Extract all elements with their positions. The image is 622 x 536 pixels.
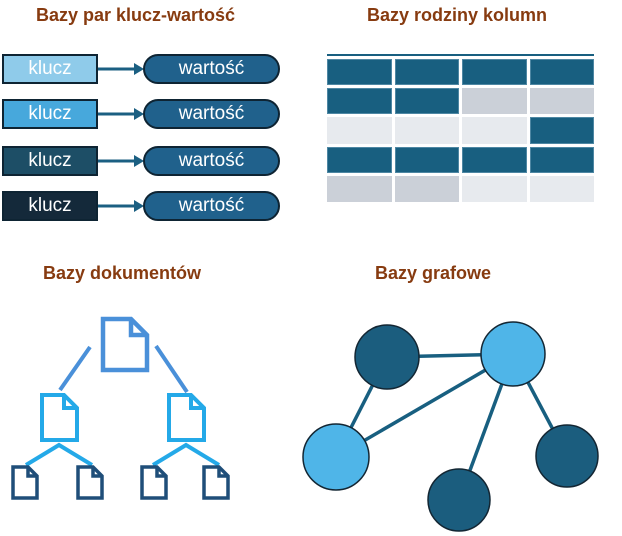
column-family-cell	[462, 175, 527, 202]
key-value-row: klucz wartość	[2, 146, 280, 176]
column-family-cell	[529, 59, 594, 86]
column-family-cell	[462, 88, 527, 115]
tree-link	[154, 344, 189, 394]
column-family-cell	[529, 117, 594, 144]
column-family-table	[327, 54, 594, 202]
value-pill: wartość	[143, 146, 280, 176]
column-family-cell	[327, 175, 392, 202]
graph-node	[480, 321, 546, 387]
arrow-right-icon	[98, 200, 144, 212]
graph-edge	[335, 352, 514, 459]
graph-node	[302, 423, 370, 491]
document-tree-diagram	[11, 316, 230, 500]
value-pill: wartość	[143, 54, 280, 84]
title-graph: Bazy grafowe	[375, 263, 492, 283]
column-family-cell	[394, 117, 459, 144]
tree-link	[58, 345, 92, 392]
document-leaf-icon	[140, 465, 168, 500]
column-family-cell	[462, 146, 527, 173]
graph-node	[535, 424, 599, 488]
column-family-cell	[327, 117, 392, 144]
value-pill: wartość	[143, 99, 280, 129]
key-box: klucz	[2, 99, 98, 129]
tree-link	[24, 442, 94, 467]
arrow-right-icon	[98, 63, 144, 75]
key-value-row: klucz wartość	[2, 191, 280, 221]
column-family-cell	[462, 59, 527, 86]
column-family-grid	[327, 59, 594, 202]
column-family-cell	[327, 146, 392, 173]
title-documents: Bazy dokumentów	[43, 263, 202, 283]
document-child-icon	[167, 393, 206, 442]
column-family-cell	[327, 59, 392, 86]
title-column-family: Bazy rodziny kolumn	[367, 5, 548, 25]
key-value-row: klucz wartość	[2, 99, 280, 129]
document-leaf-icon	[11, 465, 39, 500]
column-family-cell	[529, 175, 594, 202]
column-family-cell	[529, 146, 594, 173]
column-family-cell	[327, 88, 392, 115]
key-value-row: klucz wartość	[2, 54, 280, 84]
column-family-cell	[394, 88, 459, 115]
graph-diagram	[302, 321, 599, 532]
column-family-cell	[462, 117, 527, 144]
document-leaf-icon	[202, 465, 230, 500]
column-family-cell	[394, 175, 459, 202]
title-key-value: Bazy par klucz-wartość	[36, 5, 236, 25]
graph-node	[427, 468, 491, 532]
arrow-right-icon	[98, 108, 144, 120]
column-family-cell	[529, 88, 594, 115]
arrow-right-icon	[98, 155, 144, 167]
document-child-icon	[40, 393, 79, 442]
column-family-cell	[394, 146, 459, 173]
tree-link	[151, 442, 221, 467]
document-root-icon	[100, 316, 150, 373]
graph-node	[354, 324, 420, 390]
column-family-cell	[394, 59, 459, 86]
key-box: klucz	[2, 54, 98, 84]
key-box: klucz	[2, 191, 98, 221]
document-leaf-icon	[76, 465, 104, 500]
value-pill: wartość	[143, 191, 280, 221]
key-box: klucz	[2, 146, 98, 176]
